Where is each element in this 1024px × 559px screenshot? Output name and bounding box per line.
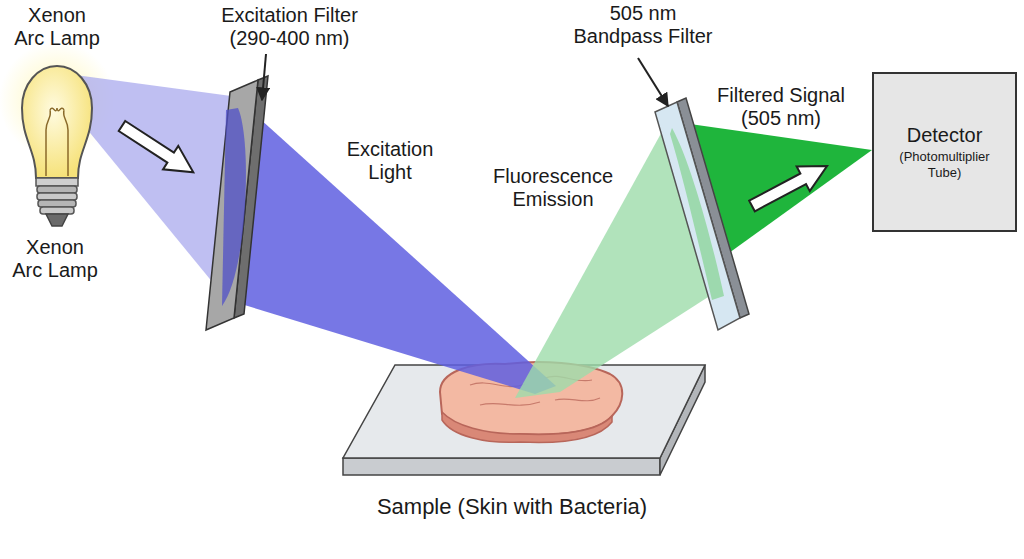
filter-label: 505 nm Bandpass Filter <box>568 2 718 48</box>
signal-label: Filtered Signal (505 nm) <box>706 84 856 130</box>
direction-arrow <box>114 114 201 184</box>
node-subtitle: (Photomultiplier Tube) <box>890 149 1000 180</box>
direction-arrow <box>745 154 833 219</box>
filter-label: Excitation Filter (290-400 nm) <box>202 4 377 50</box>
detector-box: Detector(Photomultiplier Tube) <box>872 72 1017 232</box>
leader-line <box>638 58 668 106</box>
lamp-label: Xenon Arc Lamp <box>10 236 100 282</box>
lamp-label: Xenon Arc Lamp <box>12 4 102 50</box>
beam-label: Fluorescence Emission <box>488 165 618 211</box>
light-bulb <box>22 66 92 226</box>
excitation-filter <box>206 76 268 330</box>
bandpass-filter <box>655 98 749 330</box>
beam-label: Excitation Light <box>330 138 450 184</box>
leader-line <box>262 54 266 100</box>
excitation-beam <box>228 108 556 394</box>
node-title: Detector <box>907 124 983 147</box>
sample-label: Sample (Skin with Bacteria) <box>312 494 712 519</box>
